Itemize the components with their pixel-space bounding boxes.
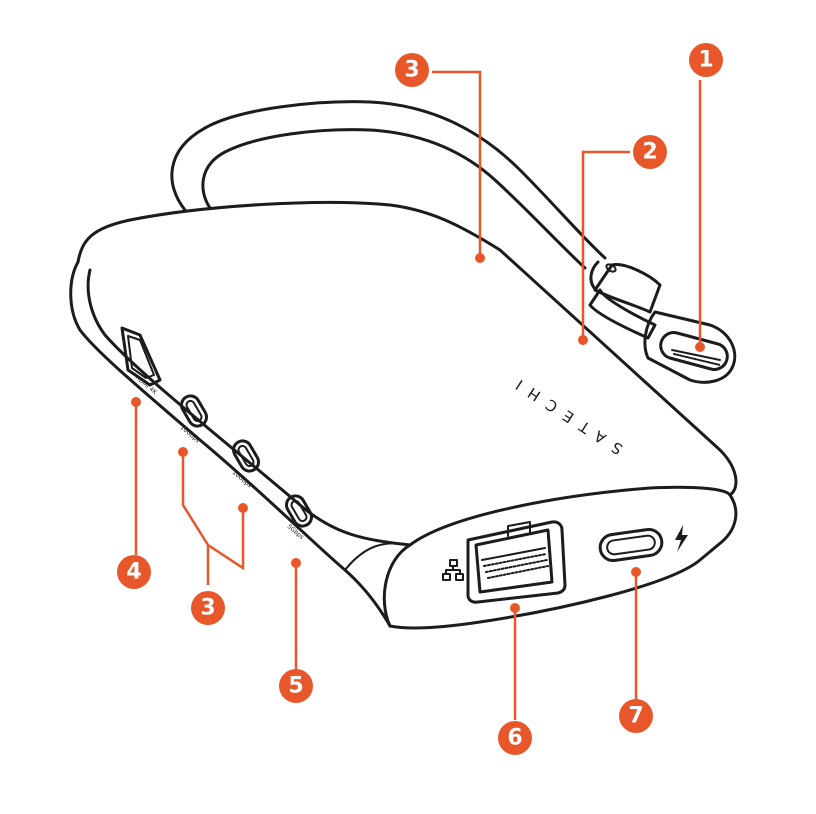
ethernet-port bbox=[466, 520, 567, 604]
callout-badge-7: 7 bbox=[619, 699, 653, 733]
usb-c-pd-port bbox=[598, 527, 664, 563]
usb-c-cable bbox=[170, 100, 662, 314]
hdmi-port: HDMI 4K bbox=[120, 326, 162, 397]
lightning-bolt-icon bbox=[675, 525, 688, 552]
brand-label: SATECHI bbox=[504, 370, 626, 458]
callout-number: 6 bbox=[507, 726, 522, 751]
usb-c-plug bbox=[588, 288, 737, 384]
callout-badge-4: 4 bbox=[117, 555, 151, 589]
callout-number: 3 bbox=[404, 58, 419, 83]
hub-body bbox=[69, 200, 738, 630]
callout-badge-6: 6 bbox=[498, 721, 532, 755]
callout-number: 2 bbox=[642, 140, 657, 165]
callout-badge-3-bottom: 3 bbox=[191, 591, 225, 625]
callout-number: 7 bbox=[628, 704, 643, 729]
callout-number: 5 bbox=[288, 674, 303, 699]
callout-lines bbox=[131, 70, 705, 720]
callout-number: 1 bbox=[698, 48, 713, 73]
usb-a-port-2: 10Gbps bbox=[231, 439, 260, 489]
network-icon bbox=[442, 559, 464, 581]
callout-badge-2: 2 bbox=[633, 135, 667, 169]
callout-number: 3 bbox=[200, 596, 215, 621]
callout-number: 4 bbox=[126, 560, 141, 585]
usb-a-port-1: 10Gbps bbox=[179, 394, 208, 444]
callout-badge-3-top: 3 bbox=[395, 53, 429, 87]
callout-badge-1: 1 bbox=[689, 43, 723, 77]
callout-badge-5: 5 bbox=[279, 669, 313, 703]
